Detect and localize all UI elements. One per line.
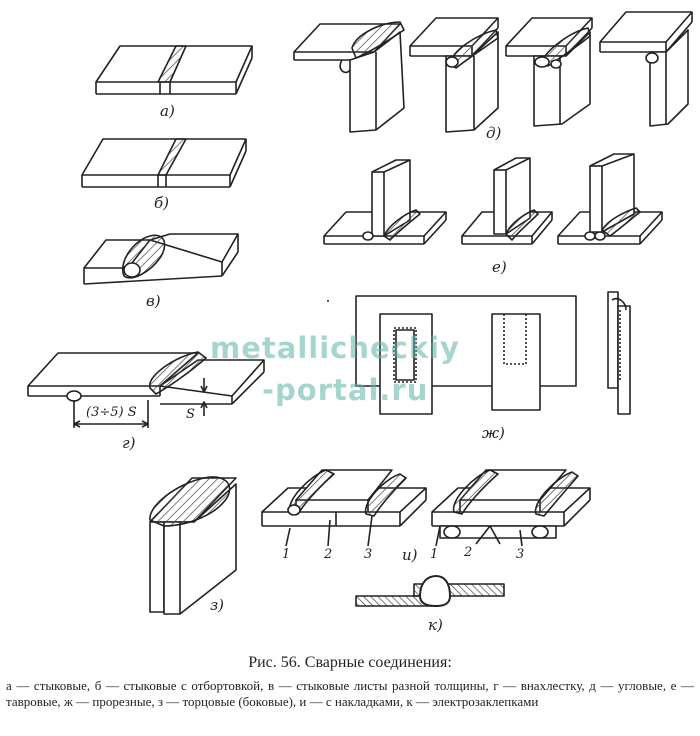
label-i: и) xyxy=(402,546,418,564)
part-number-3: 3 xyxy=(364,547,373,562)
label-d: д) xyxy=(486,124,502,142)
label-zh: ж) xyxy=(482,424,505,442)
label-g: г) xyxy=(122,434,136,452)
label-z: з) xyxy=(210,596,225,614)
joint-e-tee xyxy=(323,153,663,245)
joint-k-rivet xyxy=(355,575,505,607)
part-number-1b: 1 xyxy=(430,547,439,562)
label-a: а) xyxy=(160,102,175,120)
thickness-dimension: S xyxy=(186,407,195,422)
joint-d-corner xyxy=(293,11,693,133)
joint-i-strap xyxy=(261,469,591,547)
watermark-line-1: metallicheckiy xyxy=(210,331,460,365)
part-number-2: 2 xyxy=(324,547,333,562)
part-number-3b: 3 xyxy=(516,547,525,562)
figure-legend: а — стыковые, б — стыковые с отбортовкой… xyxy=(6,678,694,709)
part-number-1: 1 xyxy=(282,547,291,562)
joint-b-flanged xyxy=(81,138,247,188)
label-v: в) xyxy=(146,292,161,310)
figure-title: Рис. 56. Сварные соединения: xyxy=(248,654,452,671)
label-e: е) xyxy=(492,258,507,276)
joint-zh-slot xyxy=(327,291,631,415)
joint-v-different-thickness xyxy=(83,233,239,285)
overlap-dimension: (3÷5) S xyxy=(86,405,137,420)
welded-joints-drawing xyxy=(27,11,693,615)
joint-g-lap xyxy=(27,351,265,428)
joint-a-butt xyxy=(95,45,253,95)
watermark-line-2: -portal.ru xyxy=(262,373,429,407)
joint-z-edge xyxy=(149,476,237,615)
label-b: б) xyxy=(154,194,170,212)
label-k: к) xyxy=(428,616,443,634)
part-number-2b: 2 xyxy=(464,545,473,560)
